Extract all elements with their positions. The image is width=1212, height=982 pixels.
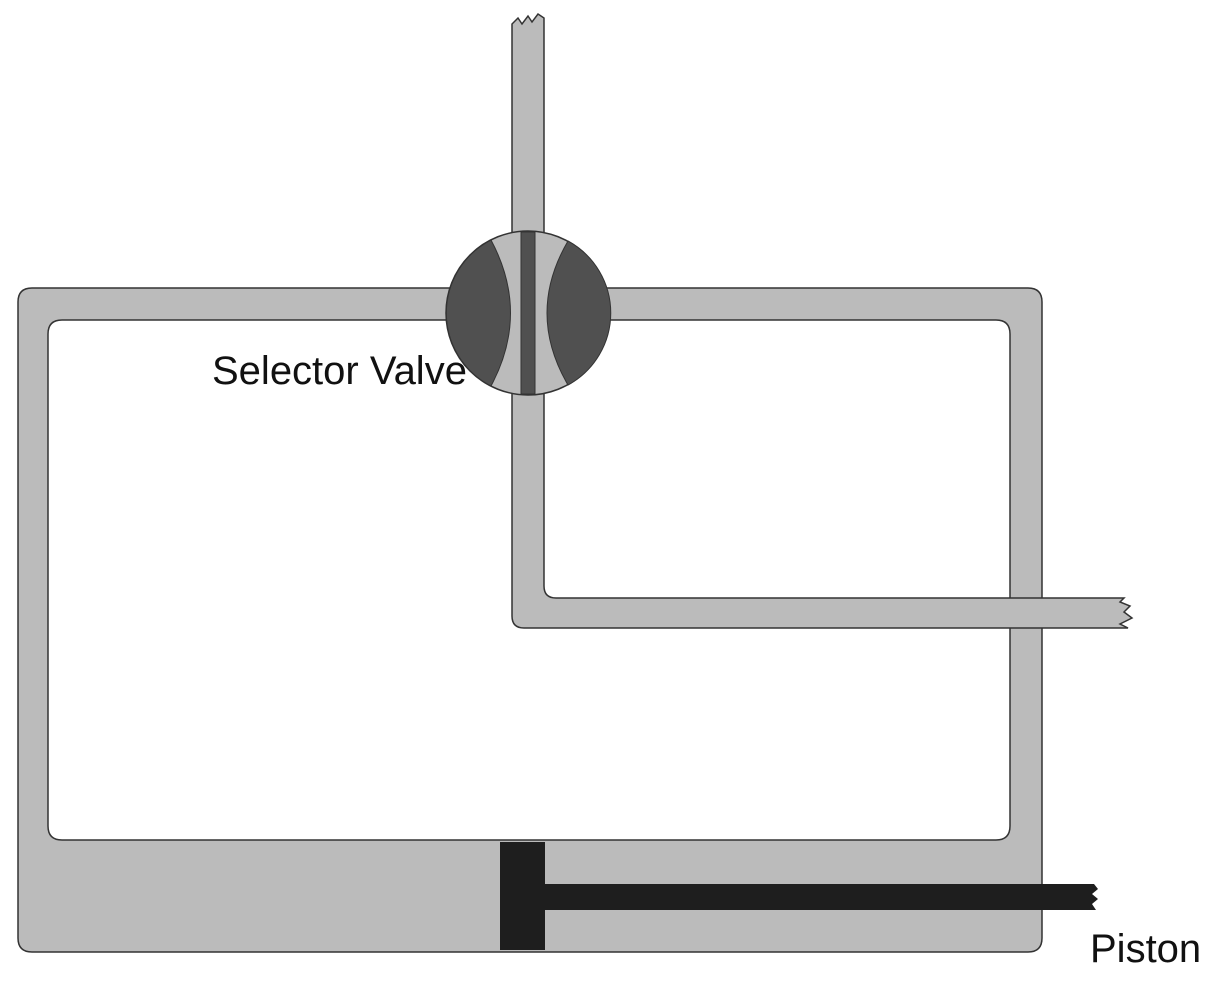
- selector-valve-label: Selector Valve: [212, 349, 467, 393]
- piston-head[interactable]: [500, 842, 545, 950]
- selector-valve[interactable]: [445, 230, 612, 396]
- piston-label: Piston: [1090, 927, 1201, 971]
- return-line: [511, 389, 1134, 629]
- piston-rod[interactable]: [545, 884, 1098, 910]
- valve-right-segment: [546, 240, 612, 386]
- supply-line: [511, 12, 545, 236]
- valve-left-segment: [445, 239, 511, 387]
- valve-spool: [520, 231, 536, 395]
